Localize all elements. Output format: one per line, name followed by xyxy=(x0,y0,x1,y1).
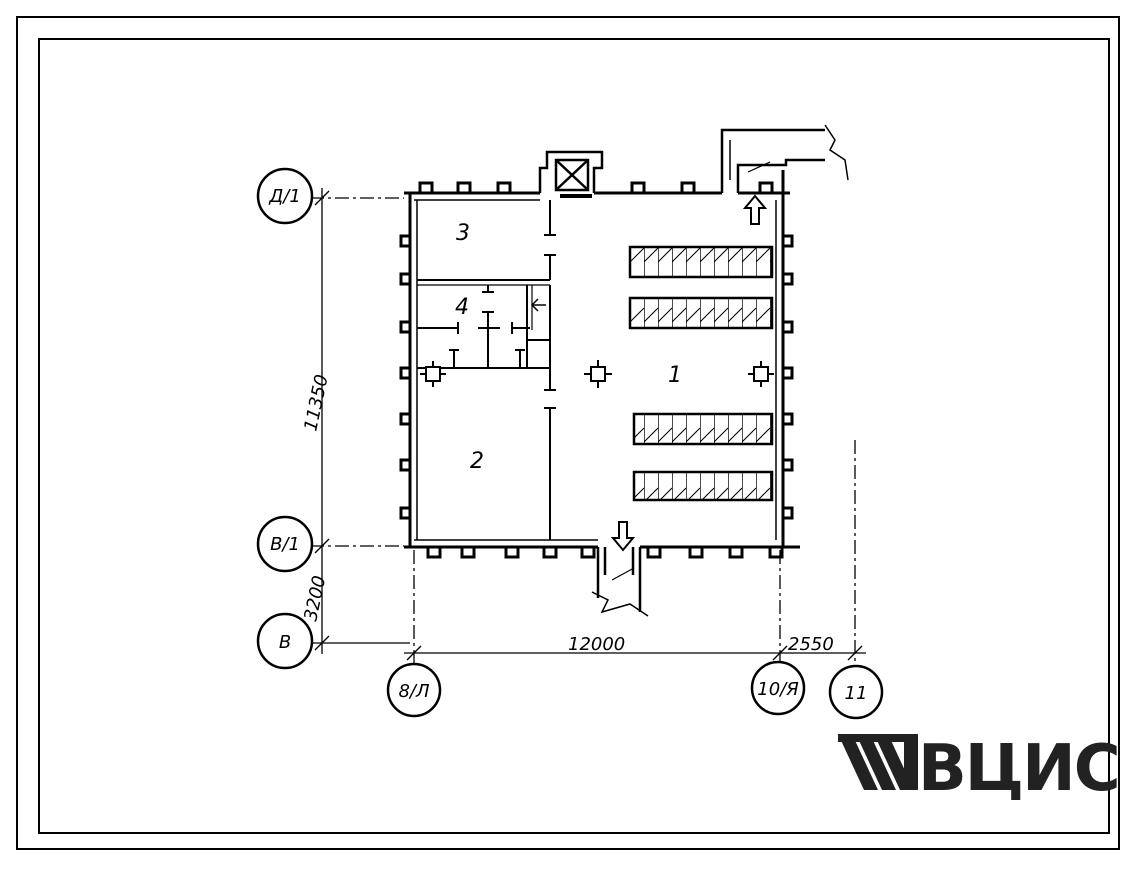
dim-vertical-total: 11350 xyxy=(300,373,332,433)
axis-11-label: 11 xyxy=(845,683,868,704)
wall-pilaster xyxy=(783,506,794,520)
rack-1 xyxy=(628,245,774,279)
outer-frame xyxy=(16,16,1120,850)
top-right-annex xyxy=(720,124,849,193)
top-pilasters xyxy=(418,181,774,193)
dim-vertical-lower: 3200 xyxy=(300,574,330,623)
shaft-box xyxy=(538,150,604,198)
entrance-arrow-top xyxy=(742,194,768,225)
dim-horizontal-right: 2550 xyxy=(788,634,834,655)
column-center xyxy=(584,360,612,388)
right-pilasters xyxy=(783,234,794,520)
wall-pilaster xyxy=(783,458,794,472)
axis-10ya-label: 10/Я xyxy=(757,679,799,700)
wall-pilaster xyxy=(688,547,704,559)
room-1-label: 1 xyxy=(668,363,682,388)
bottom-entrance xyxy=(591,547,649,617)
wall-pilaster xyxy=(456,181,472,193)
room-3-label: 3 xyxy=(456,221,470,246)
wall-pilaster xyxy=(768,547,784,559)
wall-pilaster xyxy=(399,458,410,472)
axis-d1-label: Д/1 xyxy=(268,186,301,207)
axis-v-label: В xyxy=(279,632,291,653)
wall-pilaster xyxy=(728,547,744,559)
room-2-label: 2 xyxy=(470,449,484,474)
logo-text: ВЦИС xyxy=(918,732,1119,806)
wall-pilaster xyxy=(399,234,410,248)
wall-pilaster xyxy=(399,506,410,520)
wall-pilaster xyxy=(399,366,410,380)
building-walls xyxy=(404,170,800,549)
bottom-pilasters xyxy=(426,547,784,559)
wall-pilaster xyxy=(504,547,520,559)
rack-4 xyxy=(632,470,774,502)
wall-pilaster xyxy=(399,272,410,286)
wall-pilaster xyxy=(783,412,794,426)
vtsis-logo: ВЦИС xyxy=(838,732,1121,806)
wall-pilaster xyxy=(399,320,410,334)
wall-pilaster xyxy=(783,366,794,380)
wall-pilaster xyxy=(783,320,794,334)
inner-frame xyxy=(38,38,1110,834)
wall-pilaster xyxy=(460,547,476,559)
wall-pilaster xyxy=(630,181,646,193)
dimension-lines xyxy=(310,188,866,668)
rack-3 xyxy=(632,412,774,446)
wall-pilaster xyxy=(646,547,662,559)
axis-8l-label: 8/Л xyxy=(398,681,430,702)
columns xyxy=(420,360,774,388)
wall-pilaster xyxy=(399,412,410,426)
axis-v1-label: В/1 xyxy=(270,534,300,555)
column-right xyxy=(748,361,774,387)
wall-pilaster xyxy=(680,181,696,193)
wall-pilaster xyxy=(580,547,596,559)
wall-pilaster xyxy=(783,234,794,248)
dim-horizontal-main: 12000 xyxy=(568,634,625,655)
wall-pilaster xyxy=(418,181,434,193)
entrance-arrow-bottom xyxy=(610,521,636,552)
racks xyxy=(628,245,774,502)
rack-2 xyxy=(628,296,774,330)
wall-pilaster xyxy=(426,547,442,559)
column-left xyxy=(420,361,446,387)
left-pilasters xyxy=(399,234,410,520)
wall-pilaster xyxy=(542,547,558,559)
axis-bubbles xyxy=(256,167,884,720)
room-4-label: 4 xyxy=(455,295,469,320)
logo-emblem-icon xyxy=(838,734,918,790)
wall-pilaster xyxy=(783,272,794,286)
wall-pilaster xyxy=(758,181,774,193)
wall-pilaster xyxy=(496,181,512,193)
